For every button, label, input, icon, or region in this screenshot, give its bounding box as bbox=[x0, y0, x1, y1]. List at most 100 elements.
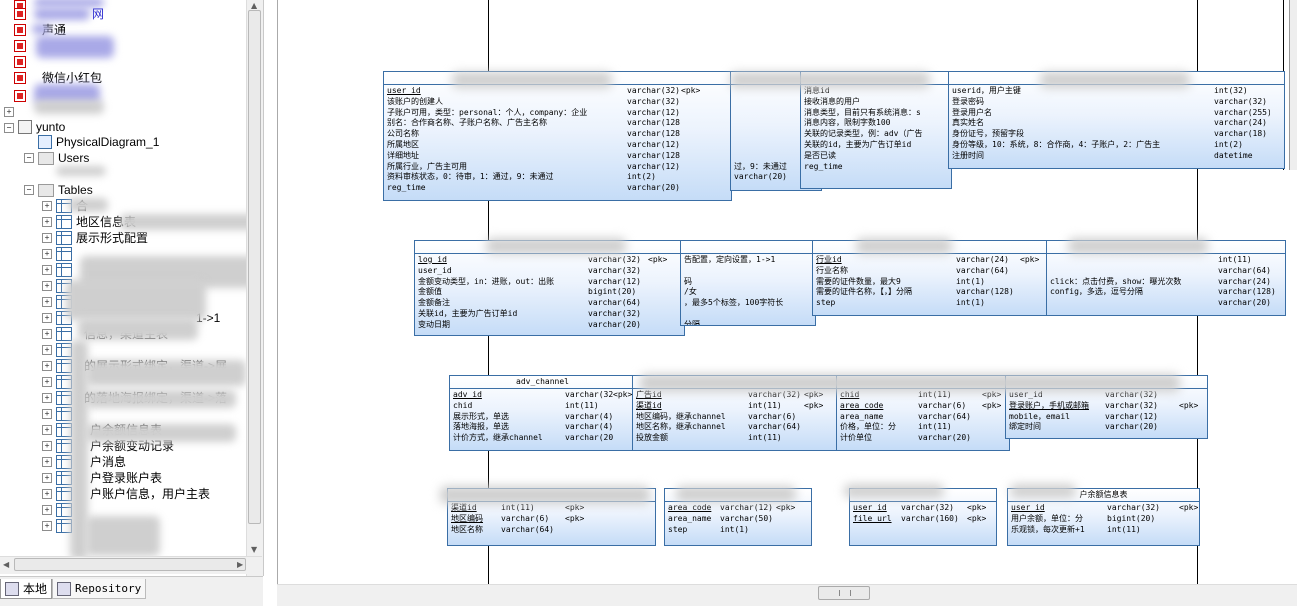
collapse-toggle[interactable]: − bbox=[24, 153, 34, 163]
entity-column-row[interactable] bbox=[684, 266, 812, 277]
entity-column-row[interactable]: reg_time bbox=[804, 162, 948, 173]
tree-folder-tables[interactable]: Tables bbox=[38, 182, 93, 198]
entity-column-row[interactable]: 接收消息的用户 bbox=[804, 97, 948, 108]
entity-column-row[interactable]: 消息类型，目前只有系统消息：s bbox=[804, 108, 948, 119]
expand-toggle[interactable]: + bbox=[42, 249, 52, 259]
tree-item-top-4[interactable] bbox=[14, 38, 30, 54]
entity-column-row[interactable]: 分隔 bbox=[684, 320, 812, 325]
table-list-item[interactable] bbox=[56, 342, 76, 358]
entity-column-row[interactable]: int(11) bbox=[1050, 255, 1282, 266]
scroll-up-icon[interactable]: ▲ bbox=[251, 1, 258, 10]
tree-item-model[interactable]: yunto bbox=[18, 119, 65, 135]
entity-table[interactable]: 告配置，定向设置，1->1 码/女，最多5个标签，100字符长分隔 bbox=[680, 240, 816, 326]
tree-item-diagram[interactable]: PhysicalDiagram_1 bbox=[38, 134, 159, 150]
expand-toggle[interactable]: + bbox=[42, 361, 52, 371]
scroll-left-icon[interactable]: ◀ bbox=[3, 560, 10, 569]
entity-column-row[interactable]: 过，9：未通过 bbox=[734, 162, 818, 173]
entity-column-row[interactable]: 关联的id，主要为广告订单id bbox=[804, 140, 948, 151]
collapse-toggle[interactable]: − bbox=[4, 123, 14, 133]
entity-column-row[interactable]: 码 bbox=[684, 277, 812, 288]
expand-toggle[interactable]: + bbox=[42, 201, 52, 211]
entity-column-row[interactable]: /女 bbox=[684, 287, 812, 298]
collapse-toggle[interactable]: + bbox=[4, 107, 14, 117]
expand-toggle[interactable]: + bbox=[42, 345, 52, 355]
expand-toggle[interactable]: + bbox=[42, 265, 52, 275]
table-list-item[interactable]: 户余额变动记录 bbox=[56, 438, 174, 454]
expand-toggle[interactable]: + bbox=[42, 393, 52, 403]
expand-toggle[interactable]: + bbox=[42, 313, 52, 323]
table-list-item[interactable]: 户登录账户表 bbox=[56, 470, 162, 486]
canvas-horizontal-scroll-thumb[interactable] bbox=[818, 586, 870, 600]
entity-column-row[interactable]: 关联的记录类型，例：adv（广告 bbox=[804, 129, 948, 140]
table-list-item[interactable]: 展示形式配置 bbox=[56, 230, 148, 246]
tree-item-top-2[interactable]: 网 bbox=[14, 6, 104, 22]
scroll-down-icon[interactable]: ▼ bbox=[251, 545, 258, 554]
tree-item-top-5[interactable] bbox=[14, 54, 30, 70]
expand-toggle[interactable]: + bbox=[42, 489, 52, 499]
expand-toggle[interactable]: + bbox=[42, 473, 52, 483]
entity-column-row[interactable]: 告配置，定向设置，1->1 bbox=[684, 255, 812, 266]
entity-column-row[interactable]: ，最多5个标签，100字符长 bbox=[684, 298, 812, 309]
expand-toggle[interactable]: + bbox=[42, 441, 52, 451]
object-browser[interactable]: 网 声通 微信小红包 + − yunto PhysicalDiagram_1 −… bbox=[0, 0, 264, 576]
entity-column-row[interactable]: varchar(20) bbox=[734, 172, 818, 183]
expand-toggle[interactable]: + bbox=[42, 457, 52, 467]
entity-column-row[interactable]: 消息内容，限制字数100 bbox=[804, 118, 948, 129]
table-list-item[interactable]: 户消息 bbox=[56, 454, 126, 470]
expand-toggle[interactable]: + bbox=[42, 233, 52, 243]
entity-column-row[interactable]: 消息id bbox=[804, 86, 948, 97]
tree-folder-users[interactable]: Users bbox=[38, 150, 89, 166]
expand-toggle[interactable]: + bbox=[42, 409, 52, 419]
entity-column-row[interactable] bbox=[684, 309, 812, 320]
canvas-horizontal-scrollbar[interactable] bbox=[277, 584, 1297, 606]
table-list-item[interactable] bbox=[56, 502, 76, 518]
